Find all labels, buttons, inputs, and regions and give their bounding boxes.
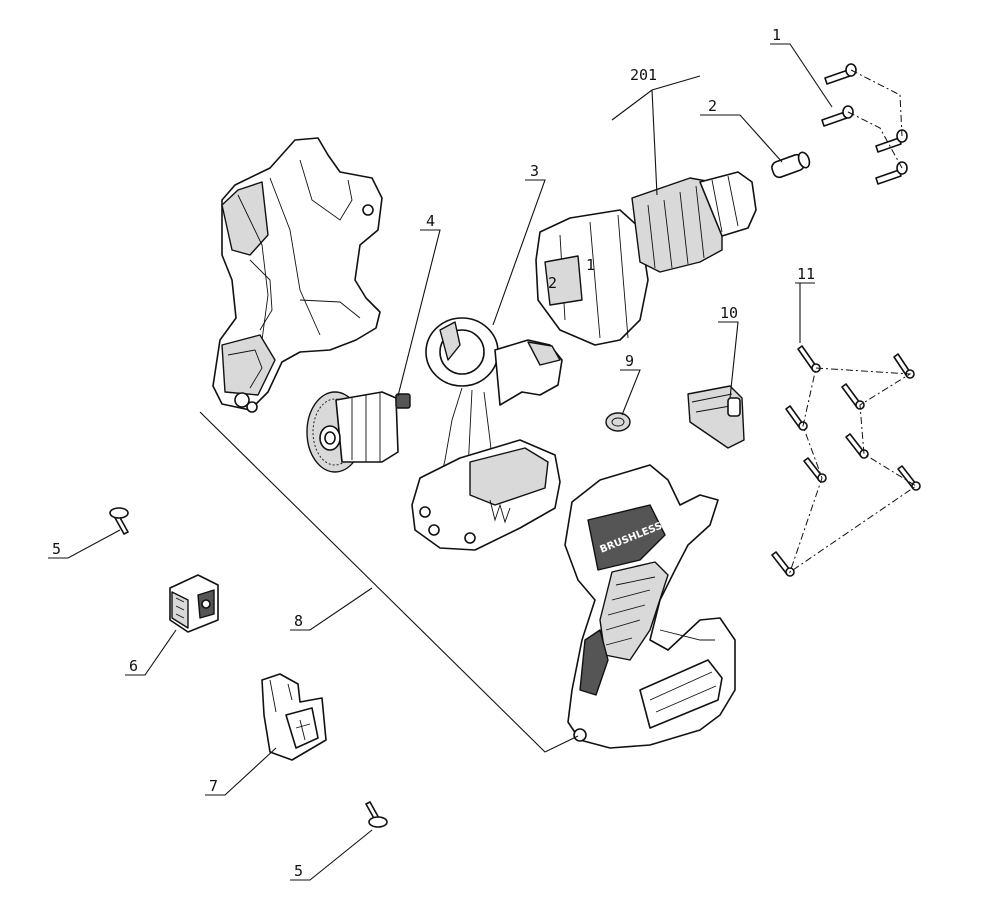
belt-clip-plate [261, 673, 327, 761]
gearbox-chuck-assembly: 1 2 [535, 171, 757, 346]
callout-3: 3 [530, 162, 539, 180]
callout-5-top: 5 [52, 540, 61, 558]
screw [771, 551, 795, 577]
callout-8: 8 [294, 612, 303, 630]
screw [897, 465, 921, 491]
callout-6: 6 [129, 657, 138, 675]
gear-marking-2: 2 [548, 274, 557, 292]
screw-top [109, 507, 129, 535]
housing-screws [771, 345, 921, 577]
screw [803, 457, 827, 483]
callout-1: 1 [772, 26, 781, 44]
callout-11: 11 [797, 265, 815, 283]
screw-bottom [365, 801, 388, 828]
gearbox-screws [821, 63, 908, 185]
left-housing-half [212, 137, 383, 413]
callout-201: 201 [630, 66, 657, 84]
right-housing-half: BRUSHLESS [564, 464, 736, 749]
screw [824, 63, 857, 85]
gear-marking-1: 1 [586, 256, 595, 274]
callout-7: 7 [209, 777, 218, 795]
gear-selector-cover [687, 385, 745, 449]
switch-electronics-assembly [411, 317, 563, 551]
callout-4: 4 [426, 212, 435, 230]
screw [841, 383, 865, 410]
leader-lines [48, 43, 833, 881]
callout-10: 10 [720, 304, 738, 322]
motor-armature [306, 391, 411, 473]
drive-pin [771, 151, 811, 179]
callout-labels: 1 201 2 3 4 5 6 7 8 9 10 11 5 [52, 26, 815, 880]
screw [893, 353, 915, 379]
screw [875, 161, 908, 185]
callout-5-bottom: 5 [294, 862, 303, 880]
battery-latch [169, 574, 219, 633]
direction-button [605, 412, 631, 432]
callout-2: 2 [708, 97, 717, 115]
callout-9: 9 [625, 352, 634, 370]
screw [785, 405, 808, 431]
screw [821, 105, 854, 127]
screw [845, 433, 869, 459]
